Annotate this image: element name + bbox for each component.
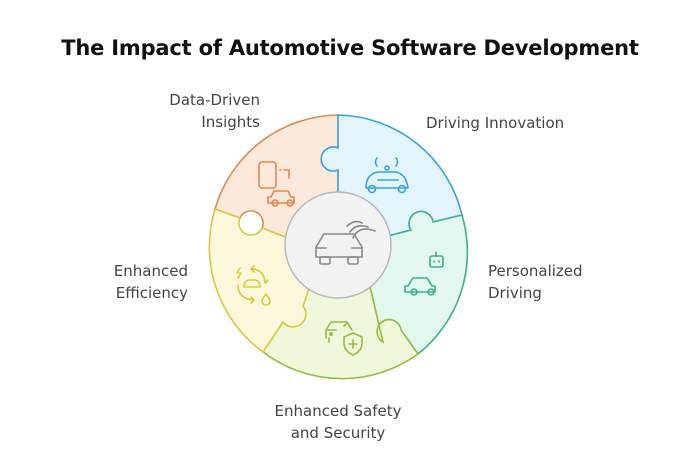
label-line: Enhanced Safety [274,402,402,420]
label-line: Data-Driven [169,91,260,109]
label-enhanced-safety-security: Enhanced Safety and Security [238,400,438,444]
label-line: Enhanced [113,262,188,280]
label-driving-innovation: Driving Innovation [426,112,626,134]
label-personalized-driving: Personalized Driving [488,260,648,304]
label-data-driven-insights: Data-Driven Insights [120,89,260,133]
label-line: Insights [201,113,260,131]
center-hub [284,191,392,299]
label-line: Driving [488,284,542,302]
label-enhanced-efficiency: Enhanced Efficiency [60,260,188,304]
autonomous-car-icon [365,157,409,194]
car-shield-icon [325,321,363,356]
label-line: and Security [290,424,386,442]
robot-car-icon [404,251,444,296]
eco-car-cycle-icon [236,265,271,306]
diagram-title: The Impact of Automotive Software Develo… [61,36,639,60]
label-line: Personalized [488,262,583,280]
device-car-icon [258,161,295,207]
segment-enhanced-efficiency [208,207,310,354]
segment-enhanced-safety-security [261,285,420,380]
connected-car-icon [315,220,376,265]
label-line: Driving Innovation [426,114,565,132]
label-line: Efficiency [115,284,188,302]
